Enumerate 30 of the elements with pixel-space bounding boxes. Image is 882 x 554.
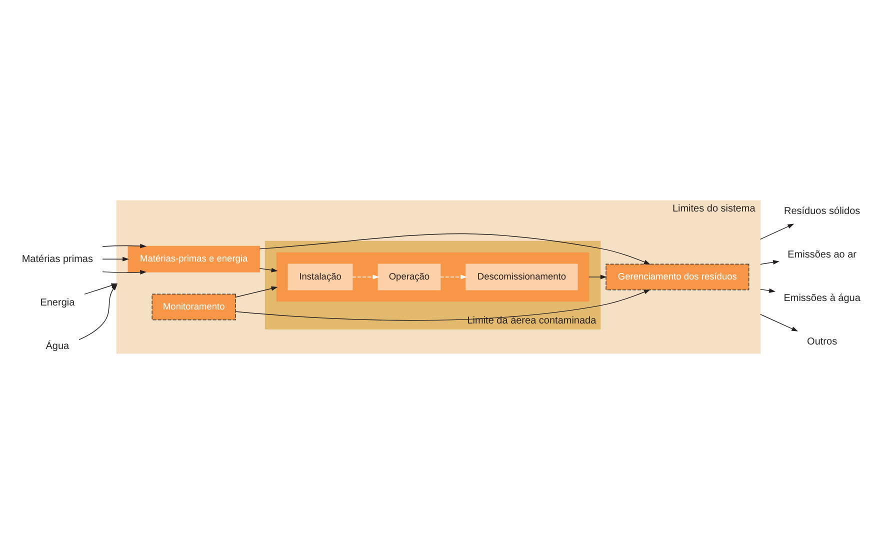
arrow xyxy=(236,289,650,321)
node-text: Emissões à água xyxy=(784,293,860,304)
arrow xyxy=(236,286,278,298)
node-box: Descomissionamento xyxy=(466,264,578,290)
arrow xyxy=(440,274,468,280)
arrow xyxy=(760,260,780,265)
arrow xyxy=(760,288,776,293)
node-text: Resíduos sólidos xyxy=(784,206,860,217)
arrow xyxy=(102,270,147,275)
arrow xyxy=(84,283,118,295)
node-text: Água xyxy=(46,340,70,352)
arrow xyxy=(760,314,798,332)
node-box: Instalação xyxy=(288,264,353,290)
node-box: Matérias-primas e energia xyxy=(128,246,260,272)
node-text: Matérias primas xyxy=(22,254,93,265)
node-box: Monitoramento xyxy=(152,294,236,320)
arrow xyxy=(588,274,607,280)
node-text: Outros xyxy=(807,336,838,348)
arrow xyxy=(78,284,118,340)
arrow xyxy=(259,233,650,264)
arrow xyxy=(259,268,278,272)
arrow xyxy=(102,256,130,262)
node-text: Emissões ao ar xyxy=(788,250,857,260)
arrow xyxy=(352,274,380,280)
node-box: Operação xyxy=(378,264,441,290)
cluster xyxy=(276,252,590,302)
arrow xyxy=(760,224,794,240)
arrow xyxy=(102,244,147,248)
node-box: Gerenciamento dos resíduos xyxy=(606,264,750,290)
node-text: Energia xyxy=(40,297,75,308)
